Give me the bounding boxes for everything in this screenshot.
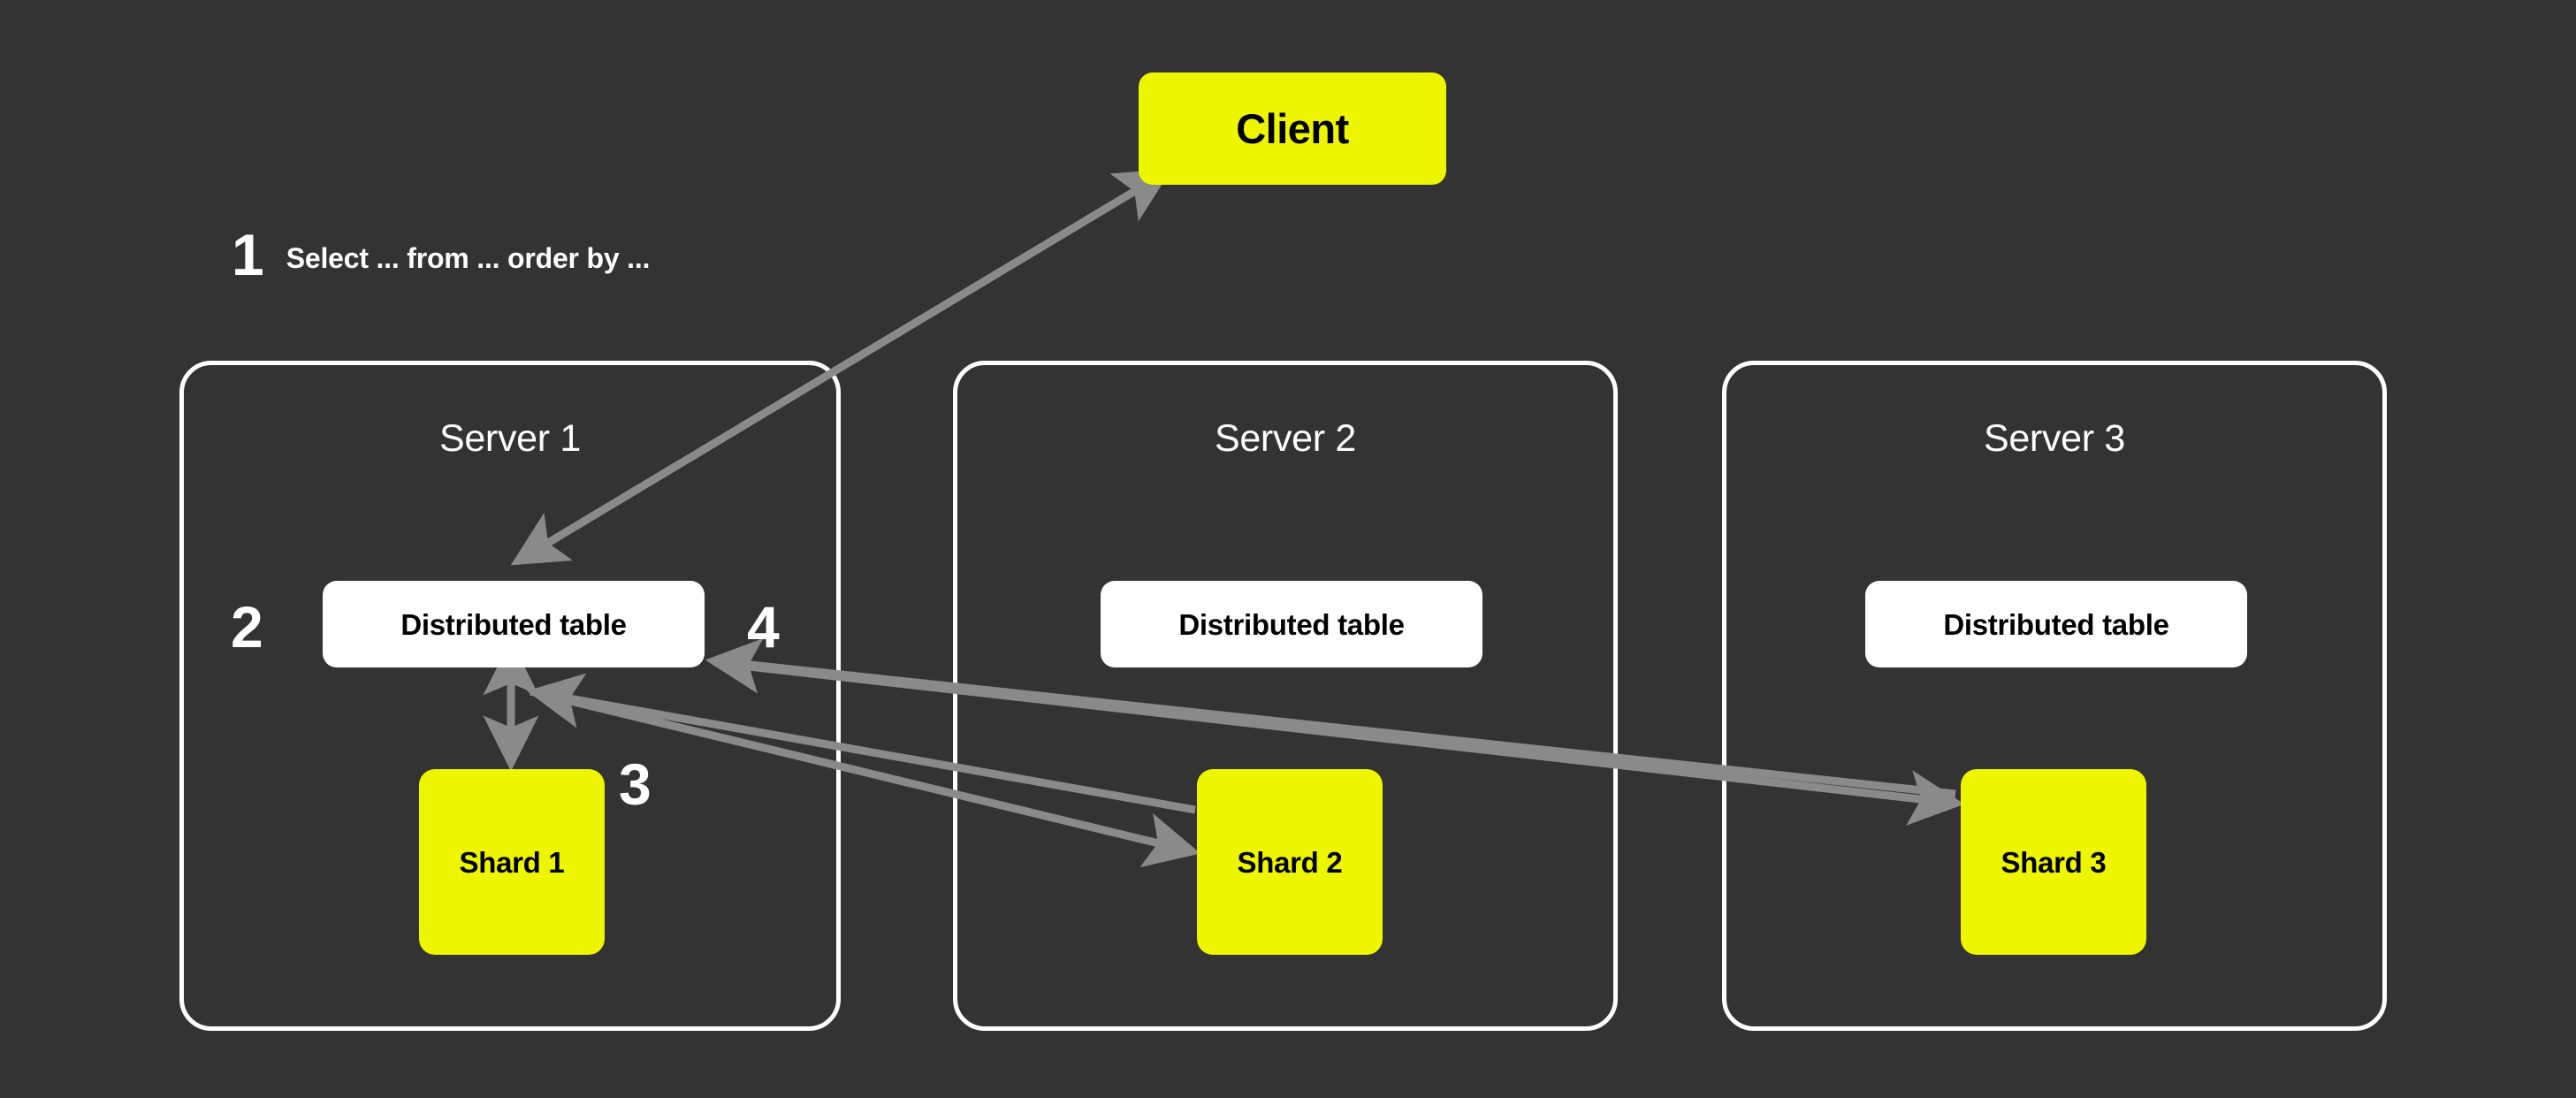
client-label: Client xyxy=(1236,105,1349,152)
distributed-table-3-label: Distributed table xyxy=(1943,607,2169,641)
distributed-table-2-label: Distributed table xyxy=(1178,607,1405,641)
step-1-caption: 1 Select ... from ... order by ... xyxy=(232,225,650,284)
step-1-query-text: Select ... from ... order by ... xyxy=(286,241,651,274)
distributed-table-server-1[interactable]: Distributed table xyxy=(323,581,705,667)
step-number-4: 4 xyxy=(747,594,780,660)
client-node[interactable]: Client xyxy=(1139,72,1446,185)
shard-node-2[interactable]: Shard 2 xyxy=(1197,769,1383,955)
shard-1-label: Shard 1 xyxy=(459,845,565,879)
distributed-table-1-label: Distributed table xyxy=(400,607,627,641)
distributed-table-server-3[interactable]: Distributed table xyxy=(1865,581,2247,667)
server-2-title: Server 2 xyxy=(1214,417,1357,460)
step-number-3: 3 xyxy=(619,751,652,817)
server-1-title: Server 1 xyxy=(438,417,582,460)
shard-node-3[interactable]: Shard 3 xyxy=(1961,769,2146,955)
step-number-1: 1 xyxy=(232,222,264,287)
distributed-table-server-2[interactable]: Distributed table xyxy=(1101,581,1482,667)
shard-node-1[interactable]: Shard 1 xyxy=(419,769,605,955)
step-number-2: 2 xyxy=(231,594,263,660)
shard-3-label: Shard 3 xyxy=(2001,845,2107,879)
shard-2-label: Shard 2 xyxy=(1237,845,1343,879)
server-3-title: Server 3 xyxy=(1983,417,2126,460)
